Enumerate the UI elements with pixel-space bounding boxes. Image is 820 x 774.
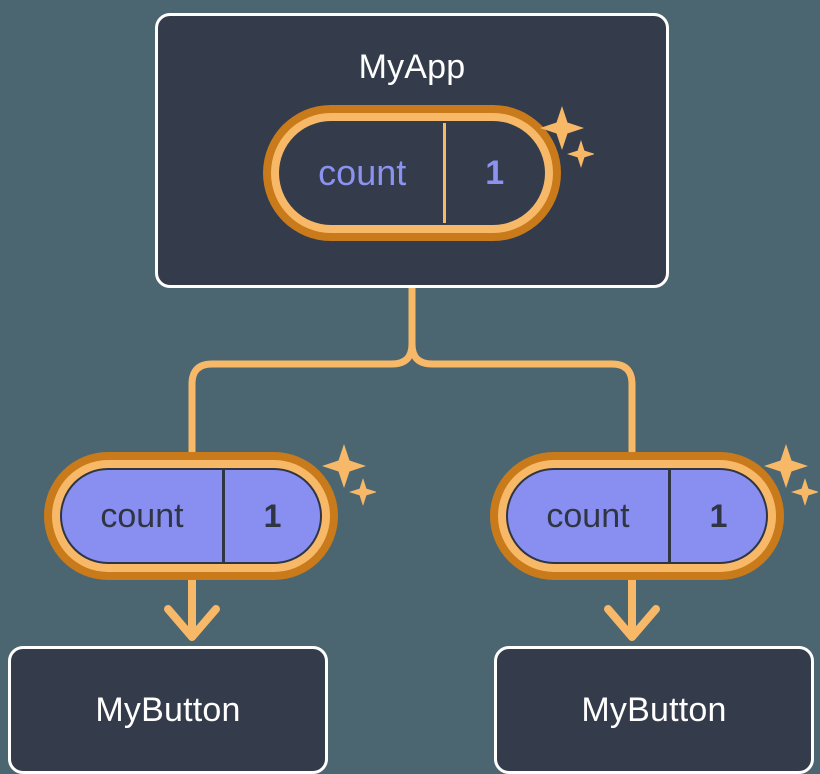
arrow-down-icon-left	[164, 578, 220, 641]
sparkle-icon	[322, 444, 366, 488]
component-card-mybutton-right[interactable]: MyButton	[494, 646, 814, 774]
state-pill-ring-right-child: count 1	[498, 460, 776, 572]
state-pill-body-left-child: count 1	[60, 468, 322, 564]
sparkle-small-icon	[349, 478, 376, 506]
state-key-myapp: count	[318, 152, 407, 193]
state-pill-ring-myapp: count 1	[271, 113, 553, 233]
component-title-mybutton-left: MyButton	[95, 691, 241, 729]
state-pill-right-child[interactable]: count 1	[490, 452, 784, 580]
state-value-right-child: 1	[667, 470, 766, 562]
sparkle-small-icon	[791, 478, 818, 506]
component-title-myapp: MyApp	[358, 48, 466, 86]
state-value-myapp: 1	[443, 123, 543, 223]
state-pill-myapp[interactable]: count 1	[263, 105, 561, 241]
state-pill-left-child[interactable]: count 1	[44, 452, 338, 580]
arrow-down-icon-right	[604, 578, 660, 641]
connector-to-left-child	[188, 284, 416, 460]
component-title-mybutton-right: MyButton	[581, 691, 727, 729]
state-value-left-child: 1	[221, 470, 320, 562]
state-pill-body-right-child: count 1	[506, 468, 768, 564]
state-pill-ring-left-child: count 1	[52, 460, 330, 572]
component-card-mybutton-left[interactable]: MyButton	[8, 646, 328, 774]
connector-to-right-child	[408, 284, 636, 460]
state-key-left-child: count	[100, 497, 184, 535]
state-pill-body-myapp: count 1	[279, 121, 545, 225]
state-key-right-child: count	[546, 497, 630, 535]
